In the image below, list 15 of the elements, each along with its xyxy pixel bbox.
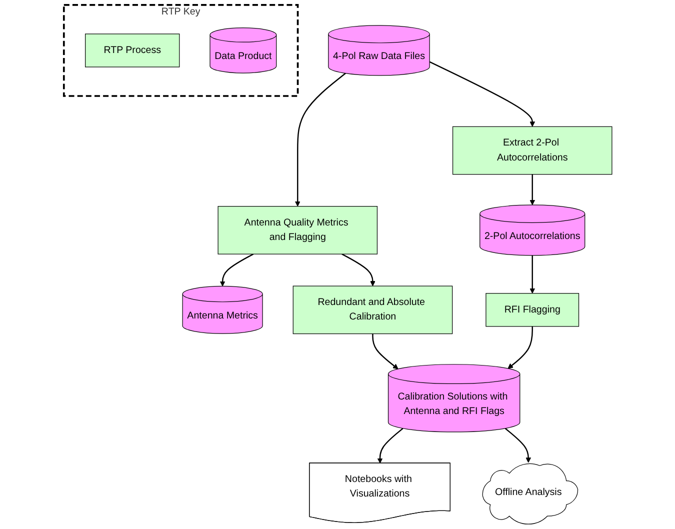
arrow <box>341 254 375 286</box>
node-box: RTP Process <box>84 34 180 68</box>
arrow <box>372 334 398 370</box>
node-box: Redundant and Absolute Calibration <box>292 286 452 334</box>
node-box: Antenna Quality Metrics and Flagging <box>217 206 378 254</box>
arrow <box>219 254 254 286</box>
node-box: Extract 2-Pol Autocorrelations <box>452 126 612 175</box>
arrow <box>507 326 533 369</box>
arrow <box>294 72 346 207</box>
arrow <box>529 255 535 294</box>
arrow <box>504 428 531 463</box>
arrow <box>529 174 535 206</box>
arrow <box>428 61 535 127</box>
node-box: RFI Flagging <box>485 293 579 327</box>
arrow <box>376 428 403 464</box>
